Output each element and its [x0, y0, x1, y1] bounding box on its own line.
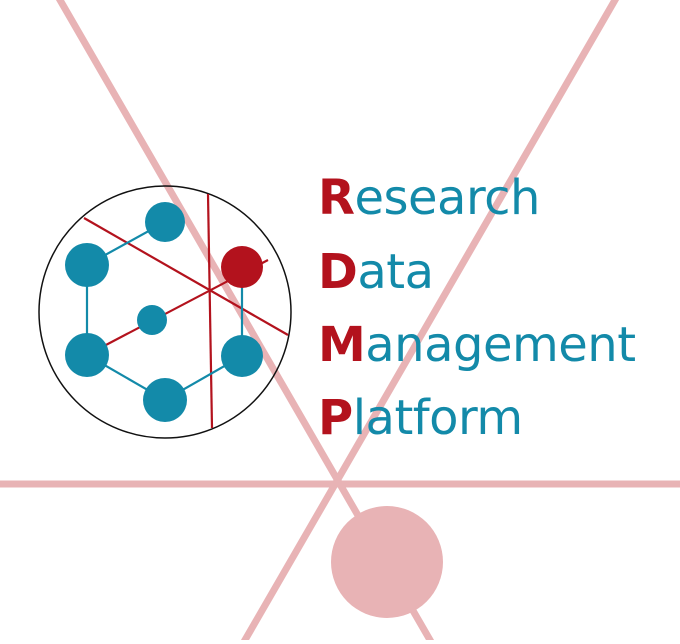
wordmark-initial-m: M: [318, 317, 366, 373]
logo-ring: [38, 185, 292, 439]
logo-node-bottom: [143, 378, 187, 422]
network-hexagon-logo-icon: [38, 185, 292, 439]
logo-node-lower-right: [221, 335, 263, 377]
logo-wordmark: Research Data Management Platform: [318, 160, 668, 450]
logo-node-top: [145, 202, 185, 242]
logo-node-upper-left: [65, 243, 109, 287]
wordmark-management: Management: [318, 315, 636, 375]
watermark-node: [331, 506, 443, 618]
wordmark-research: Research: [318, 168, 540, 228]
logo-red-lines: [83, 193, 289, 429]
logo-node-upper-right-red: [221, 246, 263, 288]
wordmark-initial-r: R: [318, 170, 355, 226]
logo-node-center: [137, 305, 167, 335]
logo-red-line-2: [206, 193, 214, 429]
wordmark-rest-research: esearch: [354, 170, 540, 226]
wordmark-rest-platform: latform: [352, 390, 523, 446]
logo-hexagon-edges: [85, 221, 244, 402]
wordmark-rest-management: anagement: [365, 317, 636, 373]
wordmark-initial-p: P: [318, 390, 353, 446]
watermark-diagonal-right: [240, 0, 620, 644]
wordmark-initial-d: D: [318, 244, 358, 300]
logo-hexagon-outline: [85, 221, 244, 402]
logo-red-line-1: [83, 217, 289, 336]
logo-node-lower-left: [65, 333, 109, 377]
wordmark-data: Data: [318, 242, 434, 302]
wordmark-platform: Platform: [318, 388, 523, 448]
wordmark-rest-data: ata: [357, 244, 434, 300]
